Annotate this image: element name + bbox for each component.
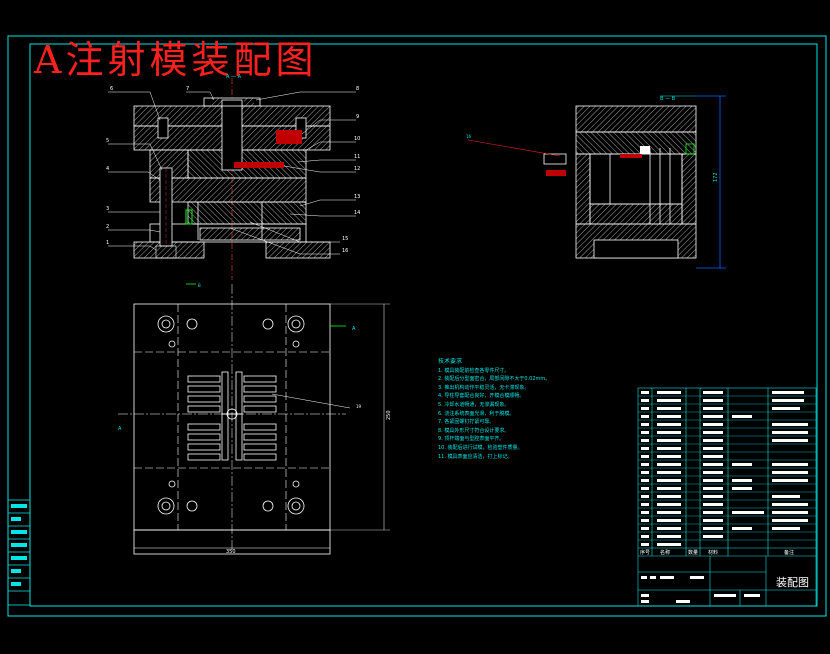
inner-frame [29,43,818,607]
note-line: 8. 模具外形尺寸符合设计要求。 [438,427,510,434]
section-view-bb [467,95,726,269]
part-label: 4 [106,166,109,172]
title-block-bottom-text [641,576,760,603]
note-line: 7. 各紧固螺钉拧紧可靠。 [438,419,495,426]
title-block-text [641,391,808,546]
title-block-drawing-name: 装配图 [776,576,809,589]
section-view-aa [133,78,331,280]
part-label: 7 [186,86,189,92]
dimension-plan-height: 250 [386,410,392,420]
left-stamp-text [11,504,27,586]
part-label: 9 [356,114,359,120]
part-label: 10 [354,136,360,142]
outer-frame [7,35,827,617]
part-label: 1 [106,240,109,246]
note-line: 6. 浇注系统表面光滑，利于脱模。 [438,410,515,417]
title-block-header-text: 序号 名称 数量 材料 备注 [640,549,794,556]
note-line: 10. 装配后进行试模，检验塑件质量。 [438,444,523,451]
left-stamp-table [7,499,31,606]
notes-heading: 技术要求 [438,358,463,365]
part-label: 13 [354,194,360,200]
part-label: 15 [342,236,348,242]
note-line: 3. 推出机构动作平稳灵活，无卡滞现象。 [438,384,530,391]
header-col: 材料 [708,549,718,556]
leader-lines-left [108,91,356,255]
side-callout-label: 16 [466,134,472,139]
note-line: 5. 冷却水道畅通，无渗漏现象。 [438,401,510,408]
note-line: 1. 模具装配前检查各零件尺寸。 [438,367,510,374]
view-marker-b: B [198,283,201,288]
title-block [637,387,817,607]
part-label: 11 [354,154,360,160]
part-label: 2 [106,224,109,230]
drawing-title: A注射模装配图 [34,38,318,82]
technical-notes: 技术要求 1. 模具装配前检查各零件尺寸。 2. 装配后分型面密合，局部间隙不大… [438,358,638,461]
part-label: 16 [342,248,348,254]
section-label-aa: A — A [226,74,242,80]
plan-callout-label: 19 [356,404,362,409]
header-col: 名称 [660,549,670,556]
title-block-rows [638,395,816,541]
header-col: 数量 [688,549,698,556]
note-line: 2. 装配后分型面密合，局部间隙不大于0.02mm。 [438,376,551,383]
header-col: 备注 [784,549,794,556]
section-marker-right: A [352,326,356,332]
note-line: 9. 顶杆端面与型腔表面平齐。 [438,436,505,443]
part-label: 12 [354,166,360,172]
plan-view [118,283,390,555]
part-label: 6 [110,86,113,92]
dimension-plan-width: 350 [226,549,236,555]
dimension-side-height: 172 [713,172,719,182]
part-label: 3 [106,206,109,212]
header-col: 序号 [640,549,650,556]
part-label: 8 [356,86,359,92]
note-line: 4. 导柱导套配合良好，开模合模顺畅。 [438,393,525,400]
section-label-bb: B — B [660,96,676,102]
note-line: 11. 模具表面应清洁，打上标记。 [438,453,513,460]
section-marker-left: A [118,426,122,432]
part-label: 14 [354,210,360,216]
part-label: 5 [106,138,109,144]
part-number-labels: 6 5 4 3 2 1 7 8 9 10 11 12 13 14 15 16 [106,86,360,254]
